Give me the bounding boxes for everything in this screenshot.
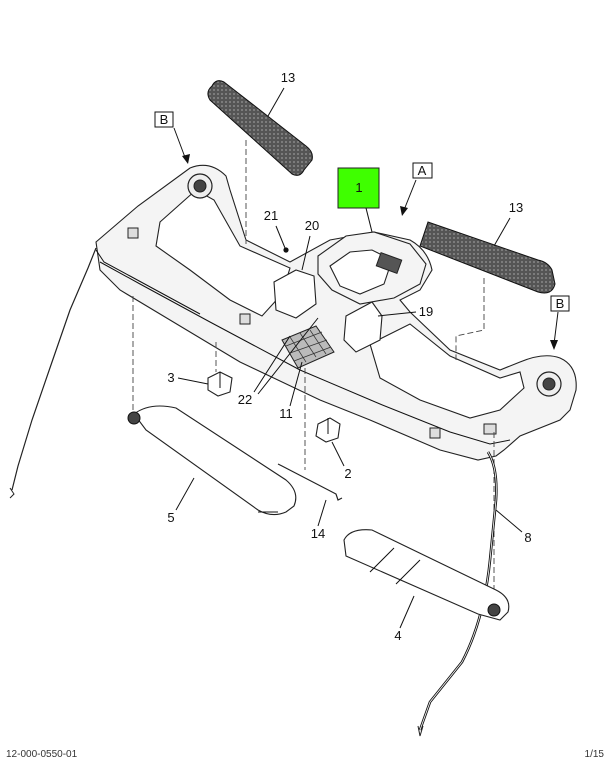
console-tray-assembly (95, 164, 577, 461)
acoustic-pad-right (419, 221, 556, 294)
mesh-grid-11 (281, 325, 335, 369)
callout-2: 2 (344, 466, 351, 481)
rod-14 (277, 463, 343, 501)
callout-22: 22 (238, 392, 252, 407)
callout-13-right: 13 (509, 200, 523, 215)
sunvisor-right-4 (343, 529, 510, 621)
callout-20: 20 (305, 218, 319, 233)
view-label-a: A (418, 163, 427, 178)
callout-1: 1 (355, 180, 362, 195)
clip-3 (207, 371, 233, 397)
callout-5: 5 (167, 510, 174, 525)
callout-14: 14 (311, 526, 325, 541)
callout-13-left: 13 (281, 70, 295, 85)
callout-8: 8 (524, 530, 531, 545)
sunvisor-left-5 (127, 405, 297, 516)
clip-2 (315, 417, 341, 443)
callout-4: 4 (394, 628, 401, 643)
callout-19: 19 (419, 304, 433, 319)
view-label-b-left: B (160, 112, 169, 127)
screw-21 (283, 247, 289, 253)
callout-11: 11 (279, 406, 293, 421)
footer-right-code: 1/15 (585, 749, 605, 760)
highlight-box-part-1 (337, 167, 380, 209)
callout-3: 3 (167, 370, 174, 385)
acoustic-pad-left (207, 80, 313, 176)
view-label-b-right: B (556, 296, 565, 311)
callout-21: 21 (264, 208, 278, 223)
footer-left-code: 12-000-0550-01 (6, 749, 78, 760)
harness-left (11, 247, 97, 491)
